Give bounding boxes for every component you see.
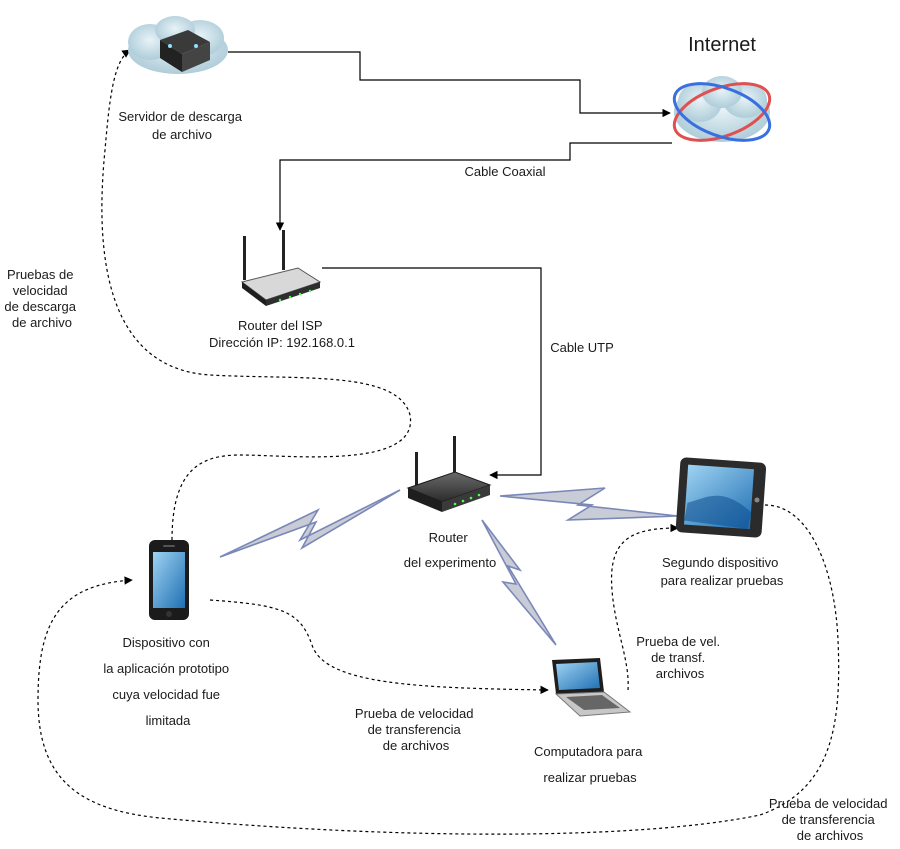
coaxial-cable-label: Cable Coaxial: [465, 164, 546, 179]
internet-cloud-icon: [672, 76, 772, 142]
phone-label: Dispositivo con la aplicación prototipo …: [103, 635, 232, 728]
download-server-label: Servidor de descarga de archivo: [118, 109, 245, 142]
edge-coaxial-internet-to-isp: [275, 142, 672, 231]
edge-phone-to-laptop: [209, 599, 549, 695]
wireless-link-laptop: [481, 519, 557, 646]
utp-cable-label: Cable UTP: [550, 340, 614, 355]
experiment-router-label: Router del experimento: [404, 530, 497, 570]
laptop-icon: [552, 658, 632, 717]
edge-tablet-to-phone: [37, 504, 840, 835]
edge-laptop-to-tablet: [610, 523, 679, 691]
tablet-phone-test-label: Prueba de velocidad de transferencia de …: [769, 796, 891, 843]
edge-server-to-internet: [228, 51, 671, 118]
isp-router-icon: [240, 230, 322, 306]
phone-icon: [149, 540, 189, 620]
internet-title: Internet: [688, 34, 756, 56]
tablet-label: Segundo dispositivo para realizar prueba…: [661, 555, 784, 588]
experiment-router-icon: [406, 436, 492, 512]
laptop-tablet-test-label: Prueba de vel. de transf. archivos: [636, 634, 723, 681]
laptop-label: Computadora para realizar pruebas: [534, 744, 646, 785]
edge-download-test: [101, 49, 411, 541]
edge-utp-isp-to-router: [322, 267, 542, 480]
download-test-label: Pruebas de velocidad de descarga de arch…: [4, 267, 79, 330]
tablet-icon: [675, 457, 767, 538]
wireless-link-tablet: [499, 487, 679, 521]
isp-router-label: Router del ISP Dirección IP: 192.168.0.1: [209, 318, 355, 350]
phone-laptop-test-label: Prueba de velocidad de transferencia de …: [355, 706, 477, 753]
download-server-icon: [128, 16, 228, 74]
wireless-link-phone: [219, 489, 401, 558]
